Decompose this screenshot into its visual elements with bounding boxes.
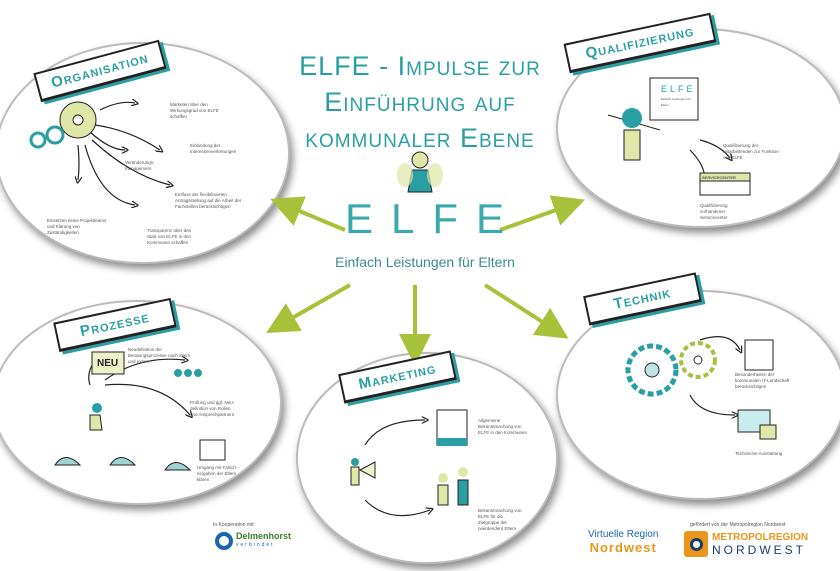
organisation-item: Einbindung der Interessenvertretungen — [190, 143, 237, 154]
delmenhorst-mark-icon — [215, 532, 233, 550]
organisation-item: Einfluss der flexibilisierten Antragsste… — [175, 192, 242, 209]
vrn-line1: Virtuelle Region — [588, 529, 659, 540]
organisation-item: Transparenz über den Start von ELFE in d… — [147, 228, 192, 245]
marketing-item: Allgemeine Bekanntmachung von ELFE in de… — [478, 418, 528, 435]
technik-oval — [556, 290, 840, 500]
prozesse-item: Umgang mit Falsch-eingaben der Eltern kl… — [197, 465, 238, 482]
funded-label: gefördert von der Metropolregion Nordwes… — [690, 522, 786, 528]
gear-icons — [29, 101, 717, 397]
title-line: kommunaler Ebene — [305, 123, 535, 153]
elfe-figure — [397, 151, 443, 193]
arrow-technik — [483, 283, 569, 339]
title-line: ELFE - Impulse zur — [299, 51, 541, 81]
elfe-subtitle: Einfach Leistungen für Eltern — [335, 254, 515, 270]
marketing-item: Bekanntmachung von ELFE für die Zielgrup… — [478, 508, 522, 531]
neu-sign: NEU — [97, 358, 119, 369]
qualifizierung-item: Qualifizierung der Mitarbeitenden zur Fu… — [723, 143, 779, 160]
qualifizierung-board — [607, 77, 751, 196]
prozesse-item: Neudefinition der Beratungsprozesse nach… — [128, 347, 191, 364]
organisation-item: Veränderungs-management — [125, 160, 155, 171]
metro-line2: NORDWEST — [712, 543, 806, 557]
metro-line1: METROPOLREGION — [712, 532, 809, 543]
marketing-oval — [296, 352, 558, 564]
organisation-item: Marketen über den Wirkungsgrad von ELFE … — [170, 102, 219, 119]
arrow-qualifizierung — [499, 195, 586, 232]
organisation-item: Einsetzen eines Projektteams und Klärung… — [47, 218, 107, 235]
prozesse-drawing — [54, 351, 226, 471]
qualifizierung-item: Qualifizierung vorhandener Servicecenter — [700, 203, 728, 220]
prozesse-item: Prüfung und ggf. Neu-definition von Roll… — [190, 400, 235, 417]
board-title: ELFE — [661, 84, 696, 94]
virtuelle-region-logo: Virtuelle Region Nordwest — [588, 528, 658, 554]
elfe-logo: ELFE — [345, 195, 523, 242]
delmenhorst-name: Delmenhorst — [236, 531, 292, 541]
servicecenter-sign: Servicecenter — [702, 175, 736, 180]
delmenhorst-sub: verbindet — [236, 542, 275, 548]
title-line: Einführung auf — [324, 87, 516, 117]
banner-label: Technik — [612, 284, 673, 313]
technik-item: Technische Ausstattung — [735, 451, 783, 456]
arrow-prozesse — [266, 283, 351, 333]
marketing-drawing — [350, 409, 469, 506]
metropolregion-mark-icon — [684, 531, 708, 557]
cooperation-label: In Kooperation mit: — [213, 522, 255, 528]
vrn-line2: Nordwest — [589, 540, 657, 555]
technik-item: Besonderheiten der kommunalen IT-Landsch… — [735, 372, 790, 389]
page-title: ELFE - Impulse zur Einführung auf kommun… — [250, 48, 590, 156]
technik-drawing — [737, 339, 777, 440]
board-subtitle: Einfach Leistungen für Eltern — [661, 97, 691, 107]
arrow-organisation — [270, 196, 346, 232]
